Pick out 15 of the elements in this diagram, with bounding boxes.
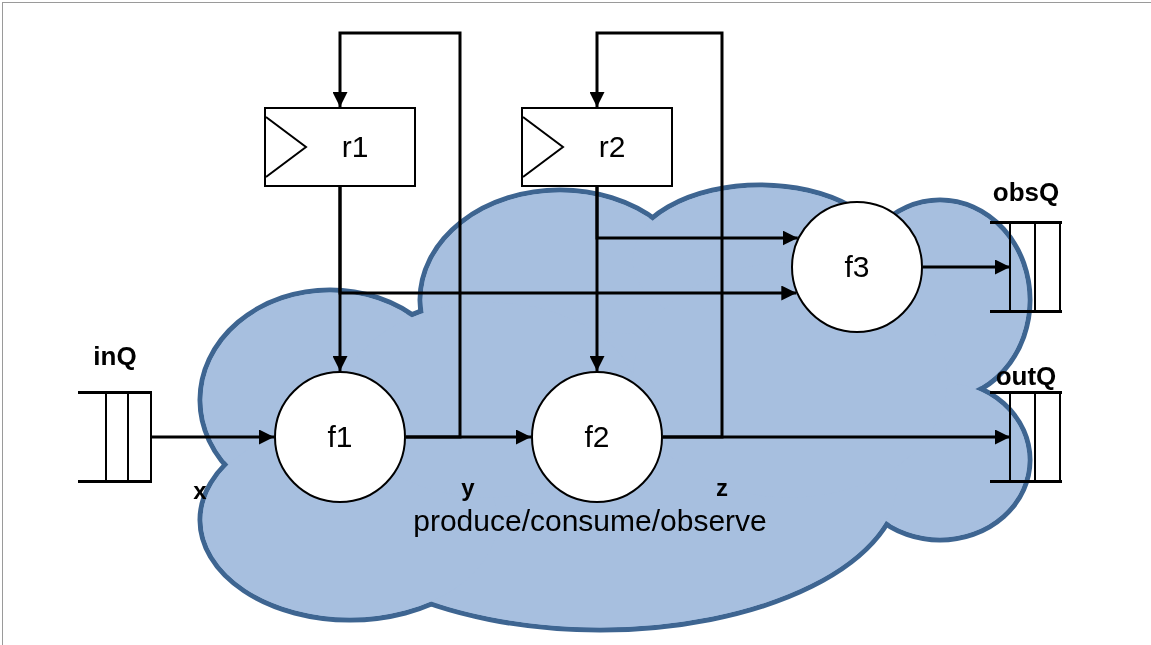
register-box: r1 (264, 107, 416, 187)
edge-label: z (716, 474, 728, 502)
arrow (332, 31, 462, 439)
edge-label: x (193, 477, 207, 505)
arrow (923, 259, 1010, 275)
queue-label: inQ (93, 341, 137, 373)
queue-label: outQ (995, 361, 1057, 391)
arrow (152, 429, 274, 445)
arrow (595, 187, 798, 246)
edge-label: y (461, 474, 475, 502)
queue-label: obsQ (992, 177, 1060, 209)
register-box: r2 (521, 107, 673, 187)
arrow (589, 31, 724, 439)
arrow (338, 187, 797, 301)
cloud-label: produce/consume/observe (412, 504, 768, 538)
